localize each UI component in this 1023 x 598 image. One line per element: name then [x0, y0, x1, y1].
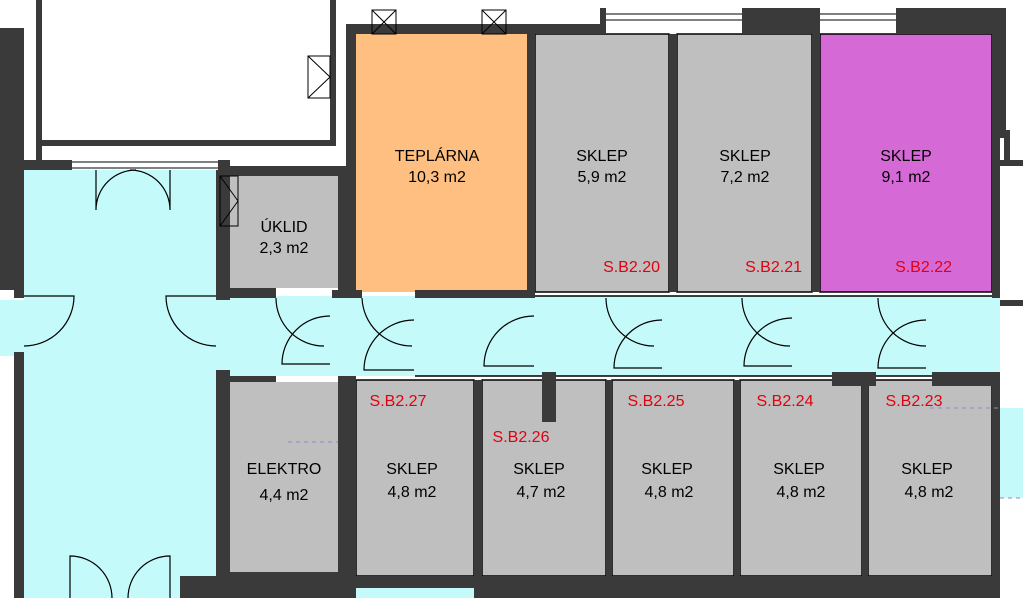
room-storage-25: S.B2.25 SKLEP 4,8 m2 [628, 393, 694, 501]
room-storage-27-fill [356, 380, 474, 576]
room-area: 4,7 m2 [517, 484, 566, 501]
room-area: 4,8 m2 [777, 484, 826, 501]
room-storage-25-fill [612, 380, 734, 576]
room-name: SKLEP [880, 148, 932, 165]
room-boiler: TEPLÁRNA 10,3 m2 [395, 146, 480, 186]
room-code: S.B2.21 [745, 259, 802, 276]
room-name: SKLEP [513, 461, 565, 478]
corridor-right-edge [1000, 408, 1023, 498]
room-storage-21-fill [677, 34, 812, 292]
room-code: S.B2.26 [493, 429, 550, 446]
hall-left [24, 170, 220, 598]
room-name: SKLEP [773, 461, 825, 478]
room-name: ÚKLID [260, 217, 307, 236]
room-name: SKLEP [719, 148, 771, 165]
room-storage-26: S.B2.26 SKLEP 4,7 m2 [493, 429, 566, 501]
room-area: 9,1 m2 [882, 169, 931, 186]
room-area: 2,3 m2 [260, 240, 309, 257]
room-code: S.B2.23 [886, 393, 943, 410]
room-code: S.B2.25 [628, 393, 685, 410]
room-name: TEPLÁRNA [395, 146, 480, 165]
room-name: SKLEP [386, 461, 438, 478]
dashed-marks [288, 407, 1023, 499]
room-area: 7,2 m2 [721, 169, 770, 186]
room-cleaning: ÚKLID 2,3 m2 [260, 217, 309, 257]
room-storage-22: SKLEP 9,1 m2 S.B2.22 [880, 148, 952, 276]
corridor-left-edge [0, 300, 24, 356]
room-area: 4,8 m2 [645, 484, 694, 501]
window-marks [72, 9, 896, 227]
room-cleaning-fill [230, 176, 338, 288]
room-area: 10,3 m2 [408, 169, 466, 186]
room-storage-20: SKLEP 5,9 m2 S.B2.20 [576, 148, 660, 276]
room-storage-24: S.B2.24 SKLEP 4,8 m2 [757, 393, 826, 501]
room-storage-27: S.B2.27 SKLEP 4,8 m2 [370, 393, 438, 501]
room-area: 4,8 m2 [388, 484, 437, 501]
bottom-corridor-continuation [356, 588, 474, 598]
room-storage-23: S.B2.23 SKLEP 4,8 m2 [886, 393, 954, 501]
room-storage-22-fill [820, 34, 992, 292]
room-code: S.B2.22 [895, 259, 952, 276]
room-area: 4,8 m2 [905, 484, 954, 501]
room-area: 5,9 m2 [578, 169, 627, 186]
room-code: S.B2.24 [757, 393, 814, 410]
corridor-main [220, 296, 1000, 376]
room-code: S.B2.20 [603, 259, 660, 276]
room-code: S.B2.27 [370, 393, 427, 410]
room-electro: ELEKTRO 4,4 m2 [247, 461, 322, 504]
room-storage-21: SKLEP 7,2 m2 S.B2.21 [719, 148, 802, 276]
room-name: SKLEP [901, 461, 953, 478]
room-name: ELEKTRO [247, 461, 322, 478]
room-storage-20-fill [535, 34, 669, 292]
room-name: SKLEP [576, 148, 628, 165]
room-name: SKLEP [641, 461, 693, 478]
room-boiler-fill [355, 34, 527, 292]
room-electro-fill [230, 382, 338, 572]
room-area: 4,4 m2 [260, 487, 309, 504]
door-swings [23, 169, 927, 598]
room-storage-24-fill [740, 380, 862, 576]
room-storage-23-fill [868, 380, 992, 576]
